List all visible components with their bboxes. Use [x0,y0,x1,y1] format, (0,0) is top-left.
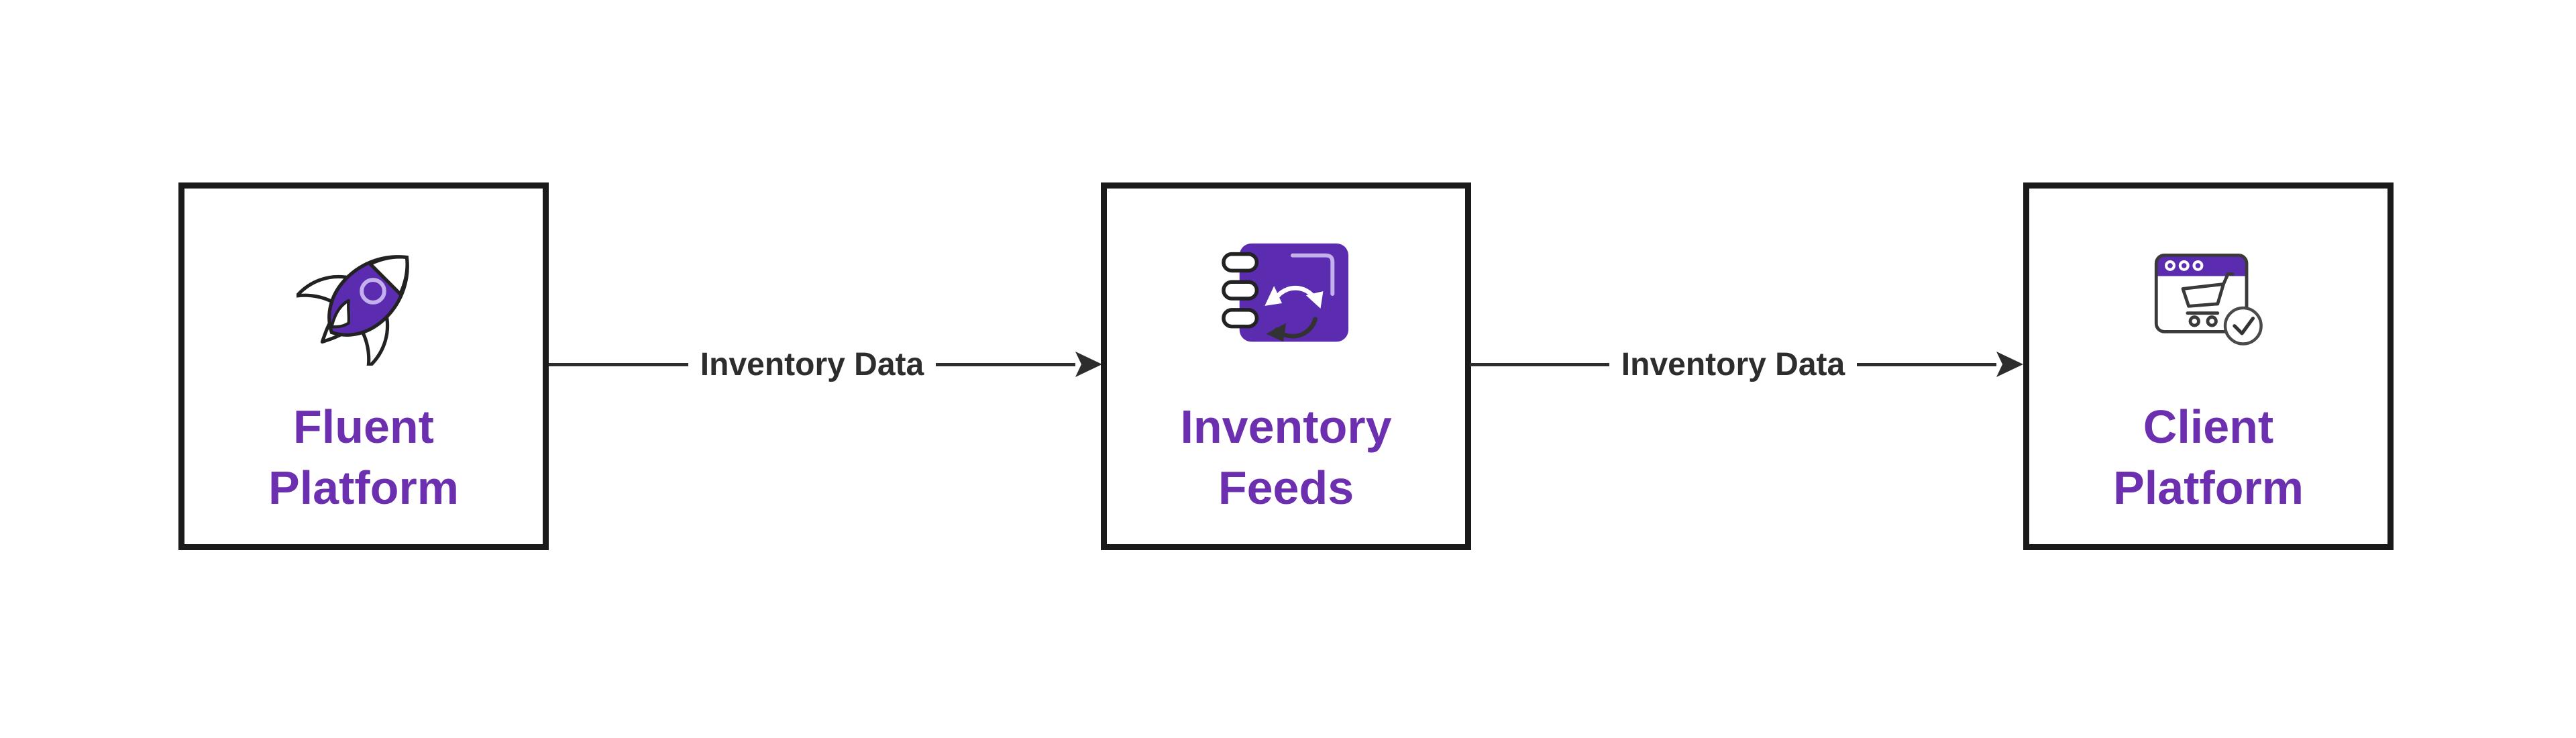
node-label: Fluent Platform [268,401,459,514]
edge-fluent-to-inventory: Inventory Data [549,341,1103,388]
edge-line-segment [936,362,1076,366]
node-client-platform: Client Platform [2023,182,2394,550]
node-inventory-feeds: Inventory Feeds [1101,182,1471,550]
arrowhead-icon [1075,349,1103,380]
node-label: Inventory Feeds [1180,401,1392,514]
edge-label: Inventory Data [700,346,924,382]
rocket-icon [297,233,431,366]
node-label: Client Platform [2113,401,2304,514]
edge-inventory-to-client: Inventory Data [1470,341,2024,388]
browser-cart-check-icon [2145,233,2272,366]
notebook-sync-icon [1213,233,1359,366]
edge-line-segment [1470,362,1609,366]
node-fluent-platform: Fluent Platform [178,182,549,550]
edge-line-segment [1857,362,1997,366]
edge-line-segment [549,362,688,366]
edge-label: Inventory Data [1621,346,1845,382]
arrowhead-icon [1996,349,2024,380]
